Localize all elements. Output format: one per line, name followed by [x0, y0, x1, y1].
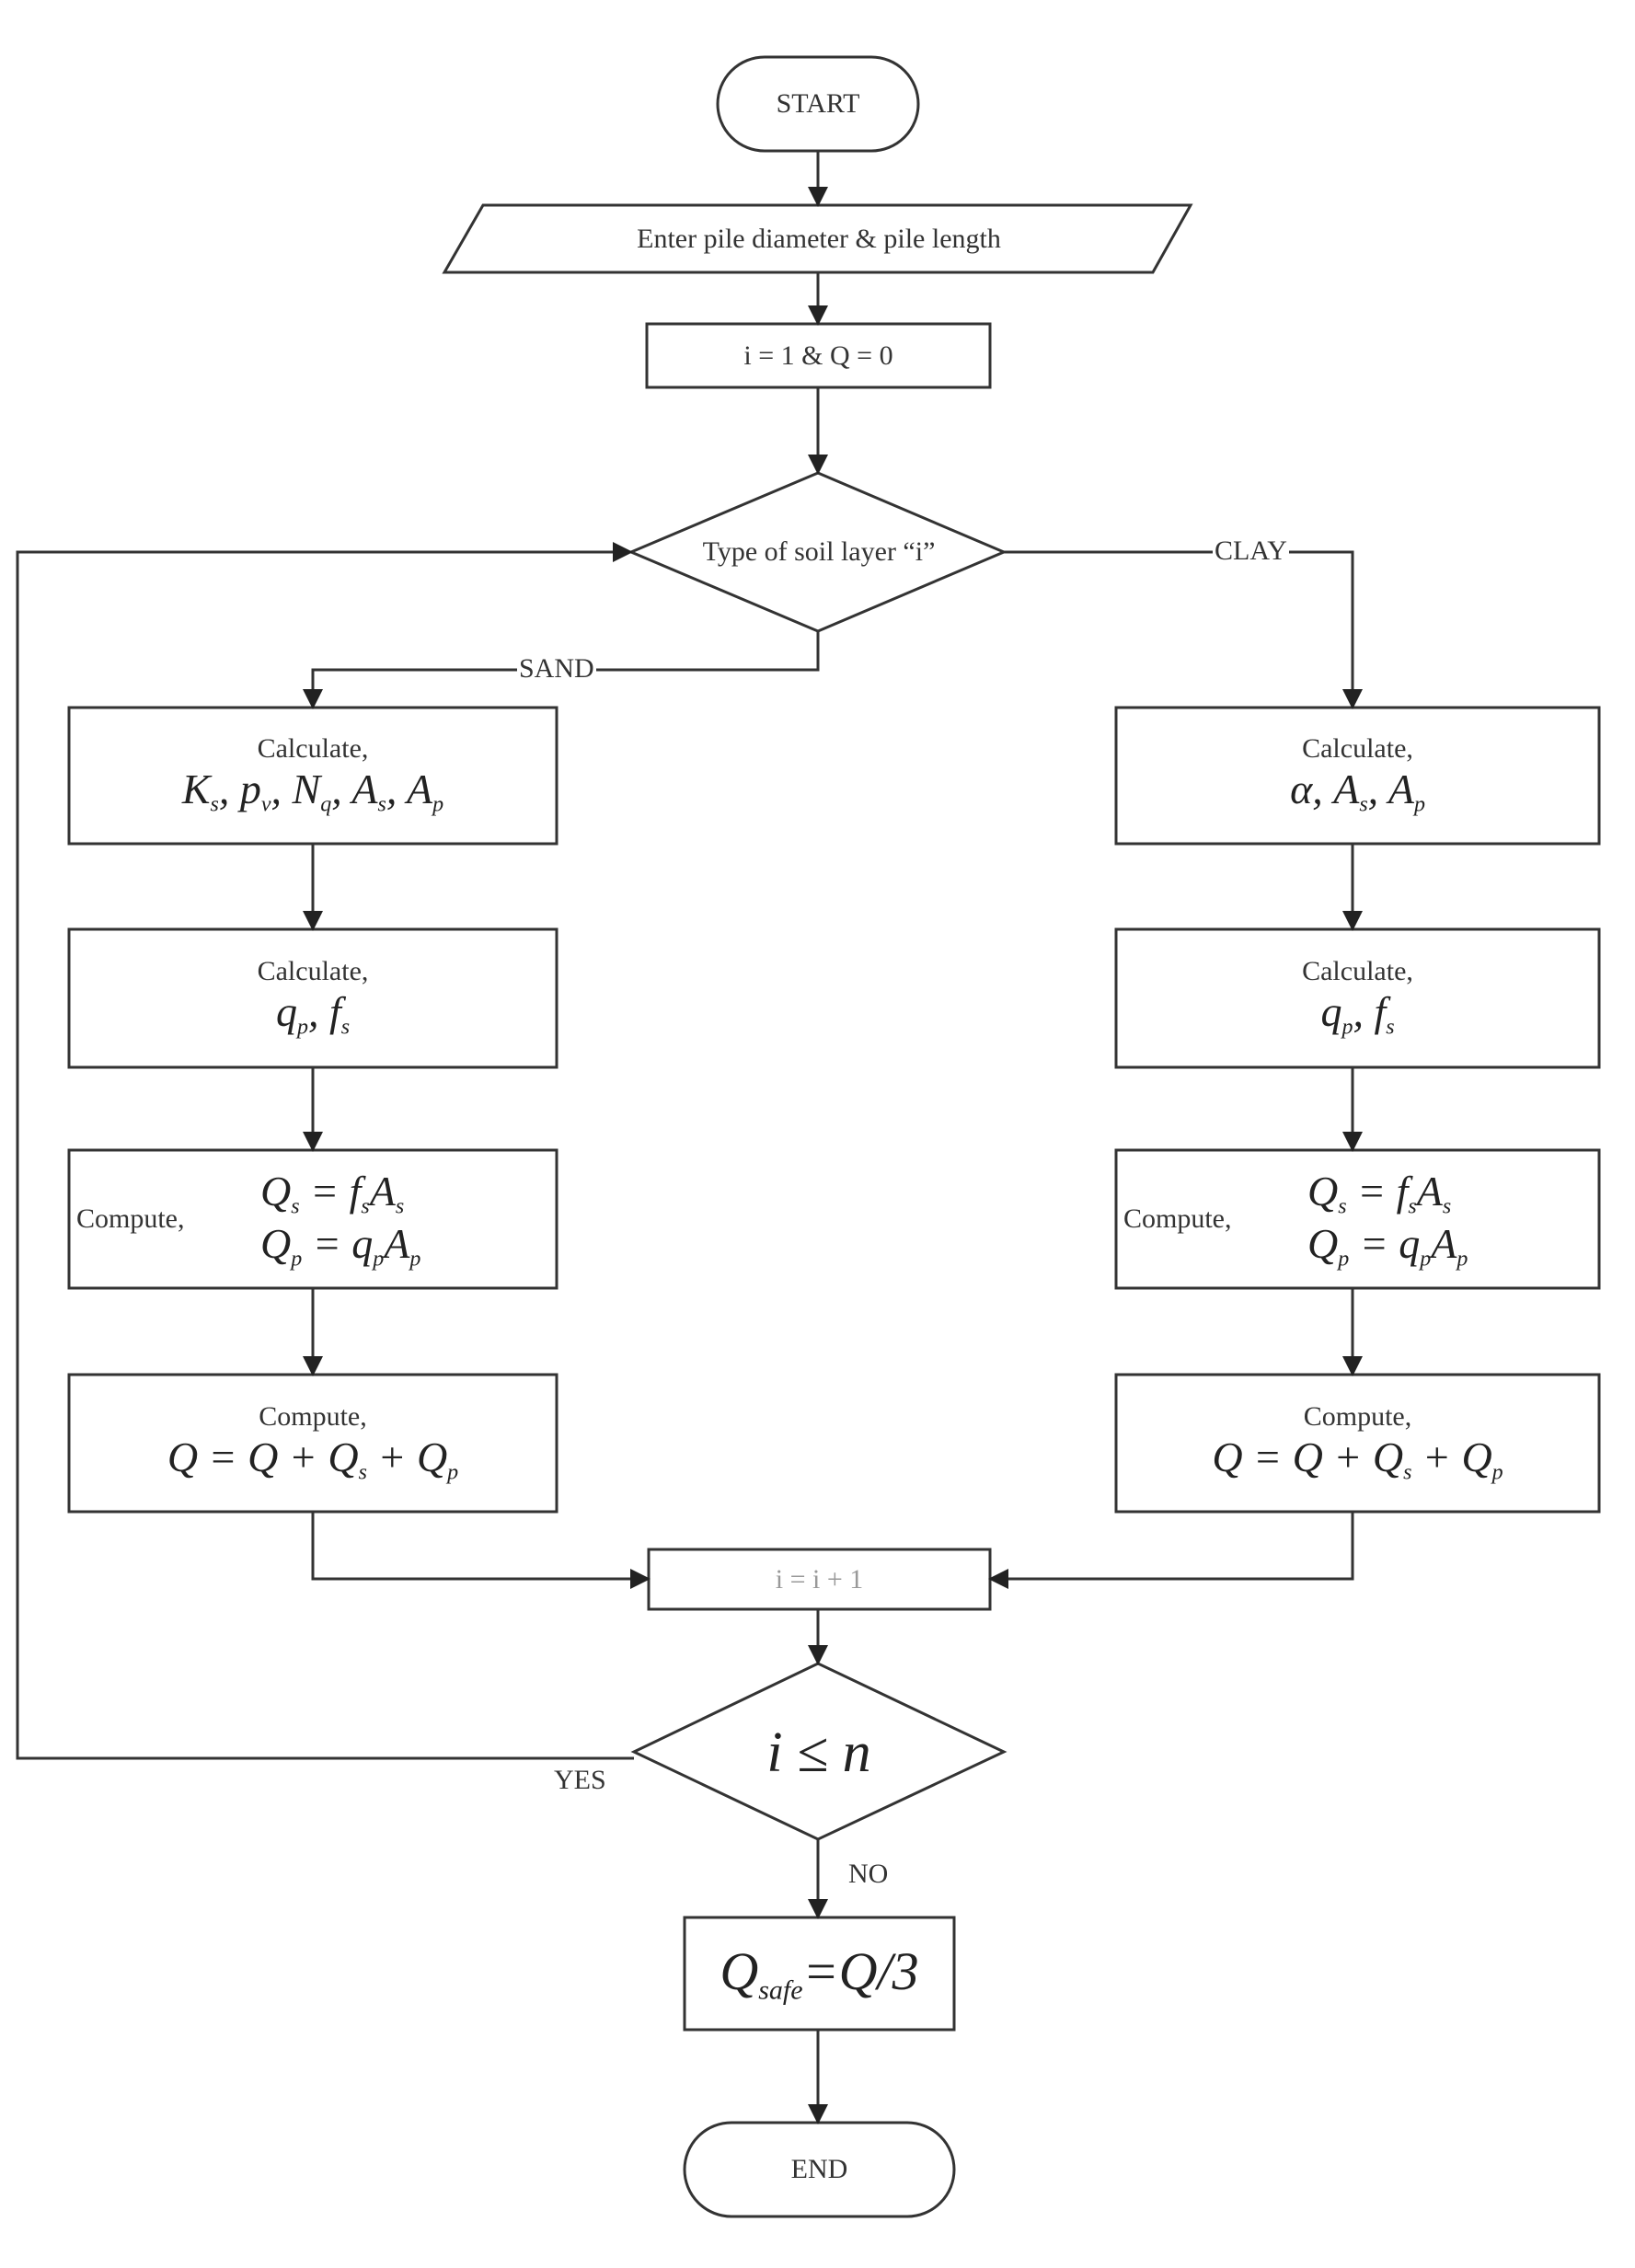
clay-calc1-node: Calculate, α, As, Ap: [1116, 708, 1599, 844]
edge-label-sand: SAND: [517, 653, 596, 685]
sand-calc2-label: Calculate,: [257, 956, 369, 987]
end-label: END: [790, 2154, 848, 2184]
sand-qp-formula: Qp = qpAp: [260, 1220, 421, 1272]
sand-calc1-node: Calculate, Ks, pv, Nq, As, Ap: [69, 708, 557, 844]
sand-total-formula: Q = Q + Qs + Qp: [167, 1433, 459, 1485]
qsafe-node: Qsafe=Q/3: [685, 1917, 954, 2030]
clay-compute1-label: Compute,: [1123, 1203, 1232, 1234]
edge-label-clay: CLAY: [1213, 535, 1289, 567]
clay-compute1-box: [1114, 1148, 1601, 1290]
clay-qs-formula: Qs = fsAs: [1307, 1167, 1452, 1218]
clay-calc2-box: [1114, 927, 1601, 1069]
edge-sand-increment: [311, 1512, 651, 1589]
clay-calc1-label: Calculate,: [1302, 733, 1413, 765]
increment-node: i = i + 1: [649, 1549, 990, 1609]
loop-condition: i ≤ n: [766, 1721, 871, 1784]
sand-compute2-label: Compute,: [259, 1400, 367, 1432]
start-label: START: [776, 88, 860, 119]
increment-label: i = i + 1: [775, 1563, 864, 1595]
input-label: Enter pile diameter & pile length: [637, 223, 1001, 254]
sand-calc1-math: Ks, pv, Nq, As, Ap: [181, 766, 444, 817]
init-label: i = 1 & Q = 0: [743, 340, 893, 371]
qsafe-box: [683, 1916, 956, 2032]
soil-decision-label: Type of soil layer “i”: [702, 536, 936, 567]
clay-compute2-label: Compute,: [1303, 1400, 1412, 1432]
clay-total-formula: Q = Q + Qs + Qp: [1212, 1433, 1503, 1485]
sand-calc1-label: Calculate,: [257, 733, 369, 765]
init-node: i = 1 & Q = 0: [647, 324, 990, 387]
edge-clay-increment: [988, 1512, 1354, 1589]
increment-box: [647, 1548, 992, 1611]
sand-calc1-box: [67, 706, 558, 846]
soil-decision-node: Type of soil layer “i”: [644, 515, 994, 589]
clay-calc1-math: α, As, Ap: [1290, 766, 1425, 817]
end-node: END: [685, 2123, 954, 2216]
clay-calc2-math: qp, fs: [1320, 988, 1395, 1040]
clay-compute2-box: [1114, 1373, 1601, 1514]
edge-yes-loop: [16, 542, 634, 1760]
input-parallelogram: [442, 203, 1193, 274]
clay-qp-formula: Qp = qpAp: [1307, 1220, 1468, 1272]
sand-compute1-node: Compute, Qs = fsAs Qp = qpAp: [69, 1150, 557, 1288]
loop-decision-node: i ≤ n: [699, 1711, 938, 1794]
edge-label-yes: YES: [552, 1765, 608, 1796]
sand-qs-formula: Qs = fsAs: [260, 1167, 405, 1218]
clay-calc2-label: Calculate,: [1302, 956, 1413, 987]
start-node: START: [718, 57, 918, 151]
clay-calc1-box: [1114, 706, 1601, 846]
clay-calc2-node: Calculate, qp, fs: [1116, 929, 1599, 1067]
qsafe-formula: Qsafe=Q/3: [720, 1941, 919, 2006]
clay-compute1-node: Compute, Qs = fsAs Qp = qpAp: [1116, 1150, 1599, 1288]
sand-compute2-node: Compute, Q = Q + Qs + Qp: [69, 1375, 557, 1512]
input-node: Enter pile diameter & pile length: [460, 205, 1178, 272]
edge-clay: [1004, 550, 1363, 709]
clay-compute2-node: Compute, Q = Q + Qs + Qp: [1116, 1375, 1599, 1512]
sand-compute1-label: Compute,: [76, 1203, 185, 1234]
sand-calc2-node: Calculate, qp, fs: [69, 929, 557, 1067]
sand-calc2-math: qp, fs: [275, 988, 351, 1040]
edge-label-no: NO: [846, 1859, 891, 1890]
